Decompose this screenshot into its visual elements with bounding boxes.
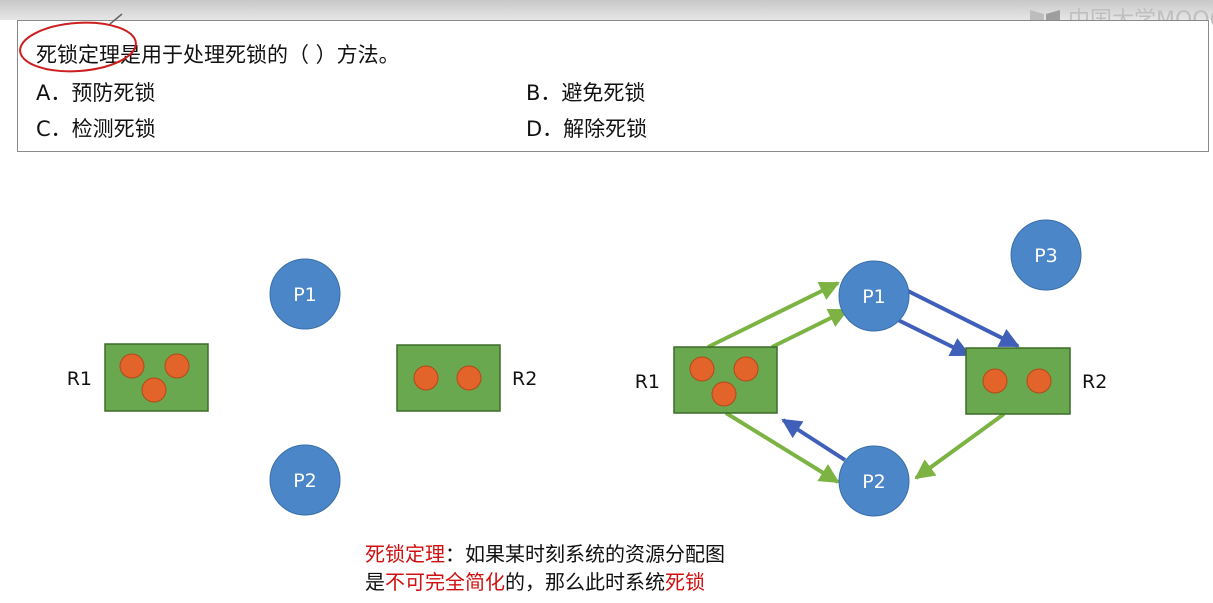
resource-unit bbox=[119, 353, 145, 379]
left-process-p2: P2 bbox=[269, 444, 341, 516]
resource-label: R1 bbox=[67, 368, 92, 390]
resource-unit bbox=[413, 365, 439, 391]
edge-r1-to-p2 bbox=[724, 411, 840, 484]
edge-r1-to-p1 bbox=[707, 281, 840, 349]
left-resource-r2: R2 bbox=[396, 344, 537, 412]
top-bar bbox=[0, 0, 1213, 20]
resource-unit bbox=[164, 353, 190, 379]
note-text: 的，那么此时系统 bbox=[505, 570, 665, 594]
edge-p1-to-r2 bbox=[897, 318, 971, 357]
note-text: ：如果某时刻系统的资源分配图 bbox=[445, 542, 725, 566]
resource-label: R2 bbox=[1082, 371, 1107, 393]
option-b[interactable]: B．避免死锁 bbox=[526, 81, 646, 105]
note-term: 死锁定理 bbox=[365, 542, 445, 566]
question-stem: 死锁定理是用于处理死锁的（ ）方法。 bbox=[36, 43, 400, 67]
question-box: 死锁定理是用于处理死锁的（ ）方法。 A．预防死锁 B．避免死锁 C．检测死锁 … bbox=[17, 20, 1209, 152]
left-resource-r1: R1 bbox=[67, 343, 209, 412]
right-resource-r2: R2 bbox=[965, 347, 1107, 415]
resource-unit bbox=[1026, 368, 1052, 394]
edge-r1-to-p1 bbox=[771, 308, 849, 349]
edge-p1-to-r2 bbox=[905, 288, 1020, 348]
resource-label: R1 bbox=[635, 371, 660, 393]
annotation-circle bbox=[19, 13, 137, 73]
right-resource-r1: R1 bbox=[635, 346, 778, 414]
right-process-p2: P2 bbox=[838, 445, 910, 517]
note-line-2: 是不可完全简化的，那么此时系统死锁 bbox=[365, 568, 725, 596]
left-graph: P1 P2 R1 R2 bbox=[67, 258, 537, 516]
resource-unit bbox=[711, 381, 737, 407]
resource-unit bbox=[689, 356, 715, 382]
resource-unit bbox=[982, 368, 1008, 394]
option-a[interactable]: A．预防死锁 bbox=[36, 81, 156, 105]
edge-p2-to-r1 bbox=[781, 418, 847, 462]
resource-unit bbox=[733, 356, 759, 382]
edge-r2-to-p2 bbox=[914, 412, 1006, 480]
process-label: P3 bbox=[1034, 245, 1058, 267]
process-label: P1 bbox=[862, 286, 886, 308]
left-process-p1: P1 bbox=[269, 258, 341, 330]
resource-unit bbox=[456, 365, 482, 391]
option-c[interactable]: C．检测死锁 bbox=[36, 117, 156, 141]
note-text: 是 bbox=[365, 570, 385, 594]
option-d[interactable]: D．解除死锁 bbox=[526, 117, 648, 141]
note-emphasis: 不可完全简化 bbox=[385, 570, 505, 594]
process-label: P1 bbox=[293, 284, 317, 306]
resource-label: R2 bbox=[512, 368, 537, 390]
resource-unit bbox=[141, 377, 167, 403]
process-label: P2 bbox=[862, 471, 886, 493]
right-process-p1: P1 bbox=[838, 260, 910, 332]
process-label: P2 bbox=[293, 470, 317, 492]
right-process-p3: P3 bbox=[1010, 219, 1082, 291]
note-line-1: 死锁定理：如果某时刻系统的资源分配图 bbox=[365, 540, 725, 568]
deadlock-theorem-note: 死锁定理：如果某时刻系统的资源分配图 是不可完全简化的，那么此时系统死锁 bbox=[365, 540, 725, 596]
note-emphasis: 死锁 bbox=[665, 570, 705, 594]
right-graph: P1 P2 P3 R1 R2 bbox=[635, 219, 1107, 517]
